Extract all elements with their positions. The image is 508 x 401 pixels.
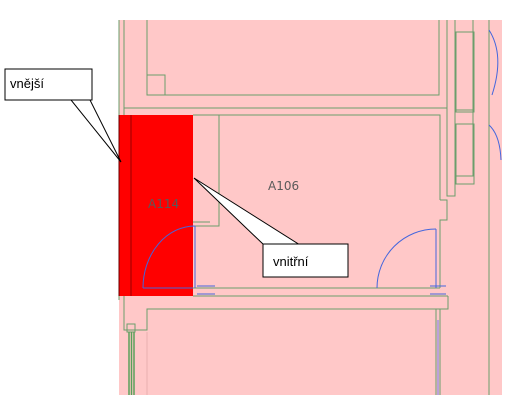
- a106-wall-top: [193, 114, 220, 227]
- upper-room-wall-2: [123, 20, 448, 109]
- callout-outer: vnější: [4, 68, 122, 163]
- upper-room-wall: [146, 20, 440, 96]
- pipe: [128, 332, 135, 395]
- room-label-a114: A114: [148, 197, 179, 211]
- door-a106: [376, 228, 437, 289]
- room-label-a106: A106: [268, 179, 299, 193]
- door-right-upper: [488, 29, 499, 96]
- callout-outer-label: vnější: [10, 76, 44, 91]
- callout-outer-box: [4, 68, 93, 101]
- door-right-lower: [488, 124, 502, 161]
- callout-inner-label: vnitřní: [273, 254, 309, 269]
- callout-outer-pointer: [69, 99, 122, 163]
- right-column: [455, 31, 475, 113]
- walls: [118, 20, 490, 395]
- callout-inner: vnitřní: [193, 177, 349, 278]
- column-small: [146, 74, 166, 96]
- right-wall-a: [446, 20, 456, 197]
- callout-inner-box: [262, 243, 349, 278]
- right-wall-c: [455, 110, 474, 177]
- right-column-2: [455, 123, 475, 185]
- a106-wall-right: [439, 199, 448, 288]
- door-a114: [142, 225, 196, 289]
- doors: [142, 29, 502, 295]
- corridor-wall-right: [123, 296, 449, 331]
- a106-wall-inner: [219, 114, 441, 200]
